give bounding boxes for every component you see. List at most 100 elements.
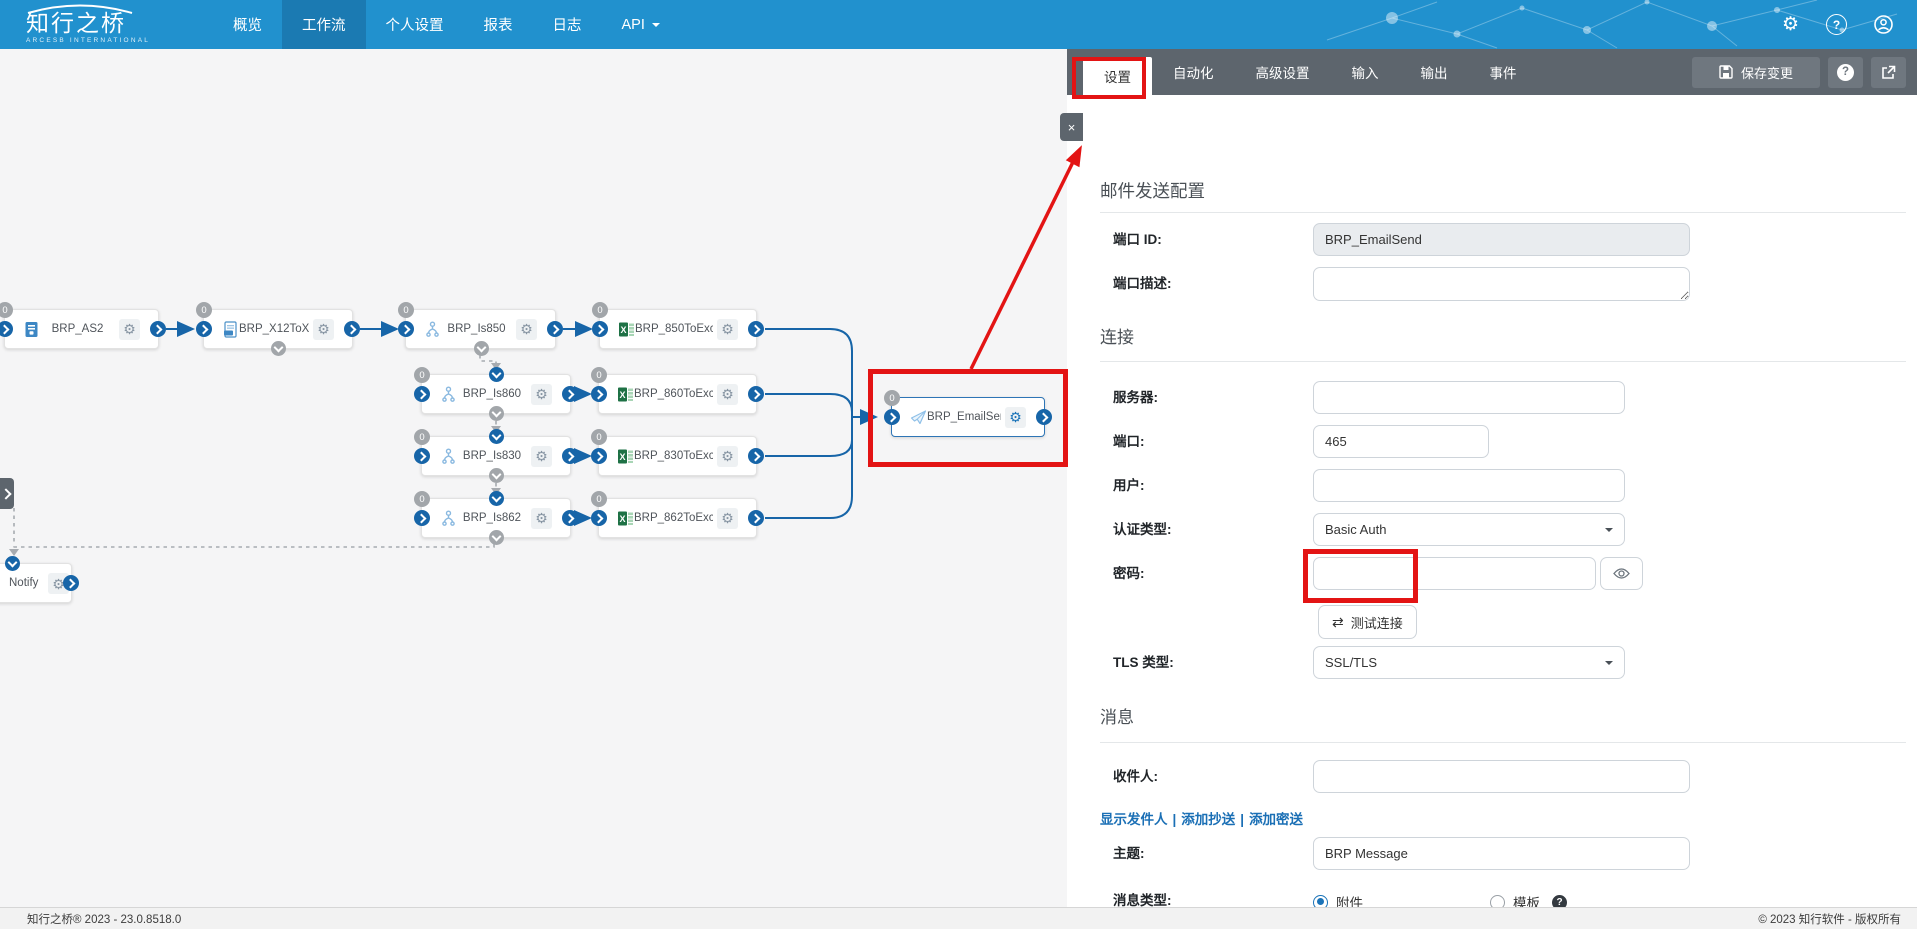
svg-text:X: X <box>620 325 626 335</box>
app-logo[interactable]: 知行之桥 ARCESB INTERNATIONAL <box>26 3 150 45</box>
output-connector-icon[interactable] <box>547 321 563 337</box>
port-id-field[interactable] <box>1313 223 1690 256</box>
tab-input[interactable]: 输入 <box>1331 49 1400 95</box>
recipient-field[interactable] <box>1313 760 1690 793</box>
node-gear-icon[interactable] <box>313 319 334 340</box>
workflow-canvas[interactable]: 0 BRP_AS2 0 BRP_X12ToXML 0 BRP_Is850 <box>0 49 1067 908</box>
output-connector-icon[interactable] <box>562 510 578 526</box>
save-changes-button[interactable]: 保存变更 <box>1692 57 1820 88</box>
workflow-node[interactable]: 0 X BRP_850ToExcel <box>599 309 757 349</box>
workflow-node[interactable]: 0 BRP_Is862 <box>421 498 571 538</box>
workflow-node[interactable]: 0 X BRP_830ToExcel <box>598 436 757 476</box>
output-connector-icon[interactable] <box>150 321 166 337</box>
input-connector-icon[interactable] <box>414 510 430 526</box>
server-field[interactable] <box>1313 381 1625 414</box>
port-field[interactable] <box>1313 425 1489 458</box>
input-connector-icon[interactable] <box>591 510 607 526</box>
input-connector-icon[interactable] <box>591 448 607 464</box>
subject-field[interactable] <box>1313 837 1690 870</box>
input-connector-icon[interactable] <box>884 409 900 425</box>
node-gear-icon[interactable] <box>516 319 537 340</box>
node-gear-icon[interactable] <box>531 446 552 467</box>
tab-settings[interactable]: 设置 <box>1083 57 1152 95</box>
chevron-down-badge[interactable] <box>489 406 504 421</box>
x12-document-icon <box>222 321 239 338</box>
add-bcc-link[interactable]: 添加密送 <box>1249 812 1303 827</box>
show-password-button[interactable] <box>1600 557 1643 590</box>
chevron-down-badge[interactable] <box>489 429 504 444</box>
workflow-node[interactable]: 0 BRP_AS2 <box>4 309 159 349</box>
user-account-icon[interactable] <box>1874 15 1893 34</box>
port-desc-field[interactable] <box>1313 267 1690 301</box>
panel-close-button[interactable]: × <box>1060 113 1083 141</box>
output-connector-icon[interactable] <box>748 510 764 526</box>
panel-collapse-handle[interactable] <box>0 478 14 509</box>
settings-form: 邮件发送配置 端口 ID: 端口描述: 连接 服务器: 端口: 用户: 认证类型… <box>1067 95 1917 929</box>
show-sender-link[interactable]: 显示发件人 <box>1100 812 1168 827</box>
tab-automation[interactable]: 自动化 <box>1152 49 1235 95</box>
help-icon[interactable]: ? <box>1826 14 1847 35</box>
node-gear-icon[interactable] <box>531 384 552 405</box>
workflow-node[interactable]: 0 X BRP_862ToExcel <box>598 498 757 538</box>
auth-type-select[interactable]: Basic Auth <box>1313 513 1625 546</box>
menu-item-reports[interactable]: 报表 <box>464 0 533 49</box>
workflow-node[interactable]: 0 BRP_Is850 <box>405 309 556 349</box>
input-connector-icon[interactable] <box>414 448 430 464</box>
output-connector-icon[interactable] <box>63 575 79 591</box>
chevron-down-badge[interactable] <box>5 556 20 571</box>
workflow-node[interactable]: 0 BRP_Is830 <box>421 436 571 476</box>
test-connection-button[interactable]: 测试连接 <box>1318 605 1417 639</box>
input-connector-icon[interactable] <box>592 321 608 337</box>
add-cc-link[interactable]: 添加抄送 <box>1181 812 1235 827</box>
input-connector-icon[interactable] <box>0 321 13 337</box>
node-gear-icon[interactable] <box>717 384 738 405</box>
chevron-down-badge[interactable] <box>489 530 504 545</box>
tab-advanced-settings[interactable]: 高级设置 <box>1235 49 1331 95</box>
input-connector-icon[interactable] <box>196 321 212 337</box>
menu-item-api[interactable]: API <box>602 0 680 49</box>
settings-gear-icon[interactable] <box>1782 13 1799 36</box>
output-connector-icon[interactable] <box>562 386 578 402</box>
output-connector-icon[interactable] <box>748 321 764 337</box>
node-label: BRP_Is860 <box>457 388 527 400</box>
workflow-node-notify[interactable]: Notify <box>0 563 72 603</box>
menu-item-logs[interactable]: 日志 <box>533 0 602 49</box>
output-connector-icon[interactable] <box>748 448 764 464</box>
count-badge: 0 <box>196 302 212 318</box>
chevron-down-badge[interactable] <box>489 491 504 506</box>
input-connector-icon[interactable] <box>591 386 607 402</box>
open-external-button[interactable] <box>1871 57 1906 88</box>
chevron-down-badge[interactable] <box>489 468 504 483</box>
node-gear-icon[interactable] <box>119 319 140 340</box>
output-connector-icon[interactable] <box>562 448 578 464</box>
chevron-down-badge[interactable] <box>489 367 504 382</box>
chevron-down-badge[interactable] <box>474 341 489 356</box>
node-gear-icon[interactable] <box>717 319 738 340</box>
node-gear-icon[interactable] <box>531 508 552 529</box>
node-gear-icon[interactable] <box>717 446 738 467</box>
user-field[interactable] <box>1313 469 1625 502</box>
workflow-node[interactable]: 0 BRP_Is860 <box>421 374 571 414</box>
input-connector-icon[interactable] <box>398 321 414 337</box>
output-connector-icon[interactable] <box>1036 409 1052 425</box>
tab-output[interactable]: 输出 <box>1400 49 1469 95</box>
divider <box>1100 361 1906 362</box>
menu-item-workflow[interactable]: 工作流 <box>282 0 366 49</box>
menu-item-overview[interactable]: 概览 <box>213 0 282 49</box>
tls-type-select[interactable]: SSL/TLS <box>1313 646 1625 679</box>
output-connector-icon[interactable] <box>748 386 764 402</box>
panel-help-button[interactable]: ? <box>1828 57 1863 88</box>
password-field[interactable] <box>1313 557 1596 590</box>
output-connector-icon[interactable] <box>344 321 360 337</box>
count-badge: 0 <box>591 491 607 507</box>
tab-events[interactable]: 事件 <box>1469 49 1538 95</box>
workflow-node[interactable]: 0 BRP_X12ToXML <box>203 309 353 349</box>
workflow-node-emailsend[interactable]: 0 BRP_EmailSend <box>891 397 1045 437</box>
paper-plane-icon <box>910 409 927 426</box>
menu-item-personal-settings[interactable]: 个人设置 <box>366 0 464 49</box>
node-gear-icon[interactable] <box>1005 407 1026 428</box>
node-gear-icon[interactable] <box>717 508 738 529</box>
chevron-down-badge[interactable] <box>271 341 286 356</box>
workflow-node[interactable]: 0 X BRP_860ToExcel <box>598 374 757 414</box>
input-connector-icon[interactable] <box>414 386 430 402</box>
